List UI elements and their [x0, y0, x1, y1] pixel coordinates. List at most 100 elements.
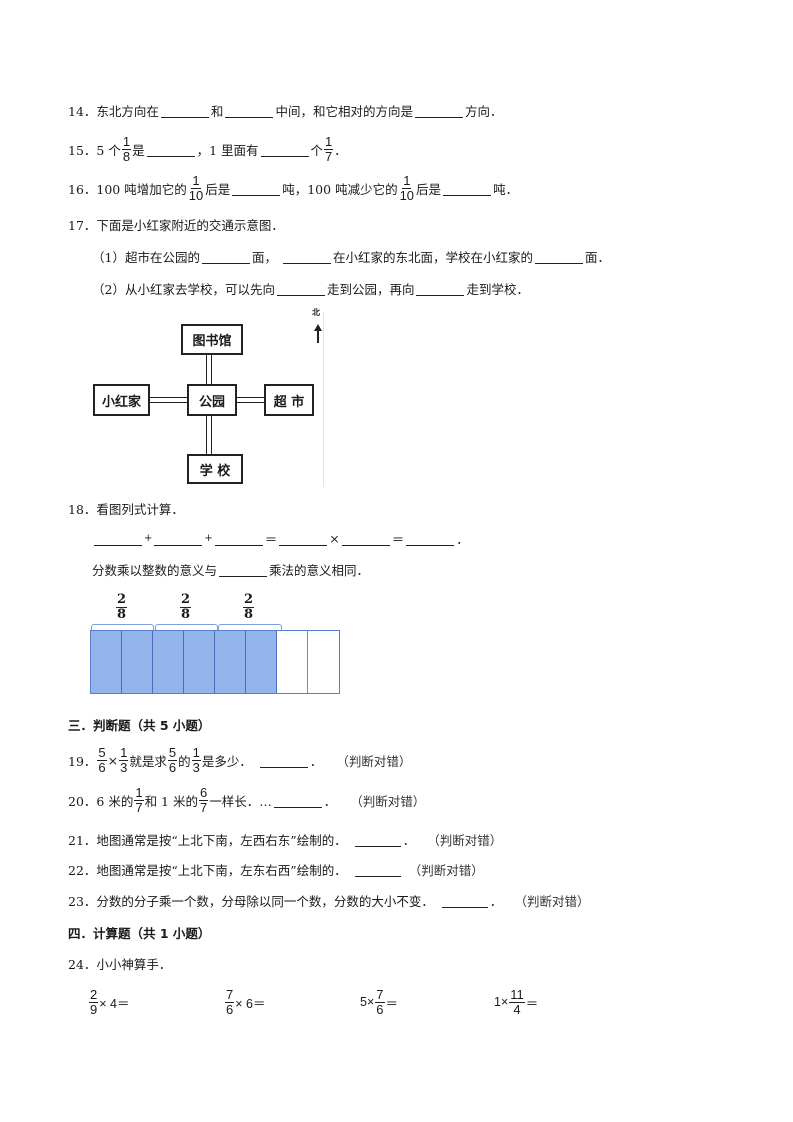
equals-sign: ＝: [391, 531, 405, 547]
denominator: 7: [199, 799, 208, 815]
map-node-library: 图书馆: [181, 324, 243, 355]
question-text: ．: [402, 832, 416, 848]
question-text: 走到学校．: [466, 281, 529, 297]
question-text: 100 吨增加它的: [96, 181, 187, 197]
bar-cell-filled: [215, 631, 246, 693]
question-17-part-2: （2）从小红家去学校，可以先向 走到公园，再向 走到学校．: [92, 275, 529, 301]
bar-cell-empty: [277, 631, 308, 693]
question-number: 14．: [68, 103, 97, 119]
answer-blank[interactable]: [535, 249, 583, 264]
expression-text: 5×: [360, 995, 375, 1009]
answer-blank[interactable]: [146, 142, 195, 157]
denominator: 6: [168, 759, 177, 775]
answer-blank[interactable]: [282, 249, 331, 264]
answer-blank[interactable]: [354, 862, 401, 877]
question-number: 18．: [68, 501, 97, 517]
denominator: 3: [192, 759, 200, 775]
question-text: 6 米的: [96, 793, 134, 809]
bar-cell-filled: [246, 631, 277, 693]
answer-blank[interactable]: [341, 531, 390, 546]
answer-blank[interactable]: [406, 531, 455, 546]
numerator: 5: [167, 744, 178, 761]
denominator: 6: [226, 1001, 234, 1017]
numerator: 2: [89, 986, 99, 1003]
answer-blank[interactable]: [279, 531, 328, 546]
answer-blank[interactable]: [441, 893, 488, 908]
road-west: [149, 397, 187, 403]
question-text: 的: [178, 753, 191, 769]
answer-blank[interactable]: [94, 531, 142, 546]
question-text: 吨，100 吨减少它的: [282, 181, 398, 197]
denominator: 7: [135, 799, 143, 815]
question-text: 是: [132, 142, 145, 158]
question-text: 就是求: [129, 753, 167, 769]
road-north: [206, 354, 212, 385]
expression-text: × 4＝: [99, 996, 130, 1011]
numerator: 6: [198, 784, 209, 801]
question-text: 在小红家的东北面，学校在小红家的: [332, 249, 533, 265]
numerator: 1: [191, 744, 201, 761]
question-text: 东北方向在: [96, 103, 159, 119]
answer-blank[interactable]: [214, 531, 263, 546]
question-text: 和: [210, 103, 224, 119]
answer-blank[interactable]: [232, 181, 281, 196]
answer-blank[interactable]: [273, 793, 322, 808]
question-18: 18． 看图列式计算．: [68, 495, 184, 521]
question-text: 下面是小红家附近的交通示意图．: [96, 217, 284, 233]
denominator: 4: [513, 1001, 521, 1017]
question-text: 一样长．…: [209, 793, 272, 809]
denominator: 10: [399, 187, 415, 203]
answer-blank[interactable]: [414, 103, 463, 118]
judge-hint: （判断对错）: [514, 893, 590, 909]
answer-blank[interactable]: [219, 562, 268, 577]
denominator: 8: [181, 607, 191, 622]
question-number: 15．: [68, 142, 97, 158]
answer-blank[interactable]: [443, 181, 492, 196]
answer-blank[interactable]: [416, 281, 465, 296]
question-text: 吨．: [493, 181, 519, 197]
brace: [155, 624, 218, 631]
numerator: 1: [134, 784, 144, 801]
question-text: 中间，和它相对的方向是: [275, 103, 413, 119]
answer-blank[interactable]: [225, 103, 274, 118]
bar-cell-filled: [184, 631, 215, 693]
north-arrow-icon: [314, 324, 322, 343]
answer-blank[interactable]: [154, 531, 203, 546]
question-text: （1）超市在公园的: [92, 249, 200, 265]
answer-blank[interactable]: [354, 832, 401, 847]
question-18-meaning: 分数乘以整数的意义与 乘法的意义相同．: [92, 556, 369, 582]
answer-blank[interactable]: [260, 142, 309, 157]
question-text: 后是: [205, 181, 231, 197]
question-number: 17．: [68, 217, 97, 233]
answer-blank[interactable]: [276, 281, 325, 296]
bar-cell-filled: [122, 631, 153, 693]
expression-text: ＝: [525, 996, 539, 1011]
numerator: 2: [116, 592, 128, 608]
answer-blank[interactable]: [201, 249, 250, 264]
judge-hint: （判断对错）: [427, 832, 503, 848]
road-south: [206, 415, 212, 455]
question-text: 地图通常是按“上北下南，左东右西”绘制的．: [96, 862, 347, 878]
answer-blank[interactable]: [259, 753, 308, 768]
answer-blank[interactable]: [160, 103, 209, 118]
numerator: 1: [121, 133, 132, 150]
map-node-home: 小红家: [93, 384, 150, 416]
expression-text: × 6＝: [235, 996, 266, 1011]
question-17-part-1: （1）超市在公园的 面， 在小红家的东北面，学校在小红家的 面．: [92, 243, 610, 269]
bar-cell-empty: [308, 631, 339, 693]
question-number: 20．: [68, 793, 97, 809]
